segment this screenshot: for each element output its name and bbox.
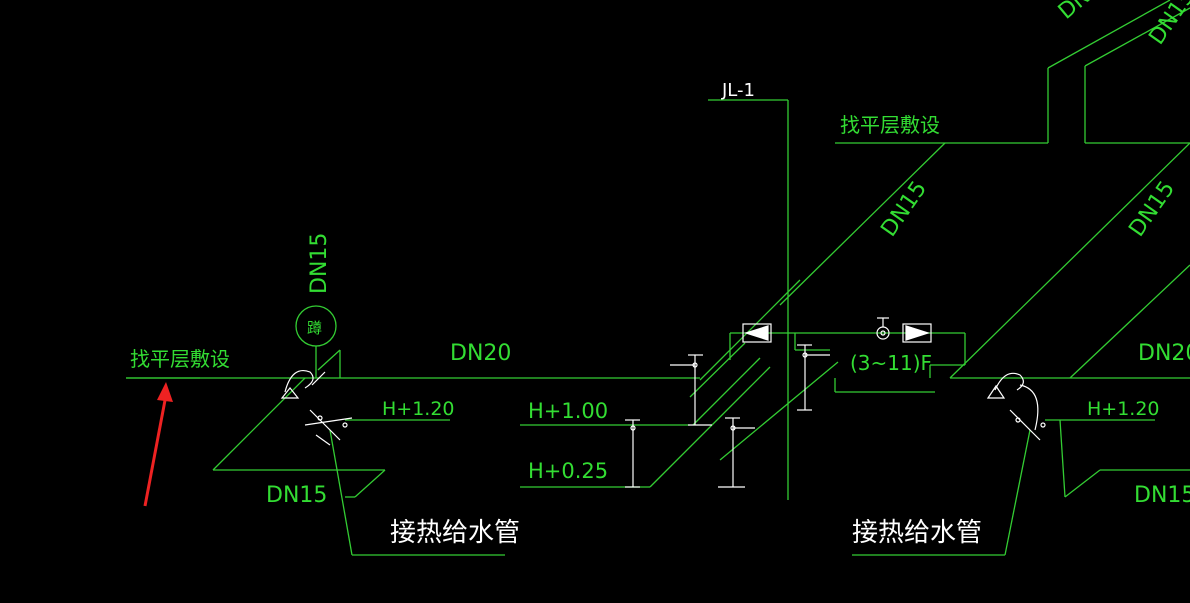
mid-diag-4 — [719, 361, 839, 461]
branch-left-diag2 — [354, 469, 386, 498]
valve-box-right — [902, 323, 932, 343]
dn15-top-left: DN — [1054, 0, 1096, 25]
branch-left-diag3 — [317, 349, 341, 371]
diag-right-lower — [1069, 264, 1190, 379]
branch-right-diag — [1064, 469, 1101, 498]
mid-diag-5 — [699, 279, 801, 381]
mid-diag-2 — [692, 357, 761, 426]
floors-label: (3~11)F — [850, 351, 932, 375]
squat-symbol-text: 蹲 — [307, 319, 322, 337]
branch-right-v — [1004, 429, 1031, 556]
dn20-main: DN20 — [450, 341, 511, 366]
h120-right: H+1.20 — [1087, 398, 1160, 420]
diag-dn15-right — [949, 142, 1190, 379]
valve-box-left — [742, 323, 772, 343]
fixture-symbols — [280, 317, 1046, 488]
right-triangle — [986, 384, 1006, 399]
pipe-network — [126, 0, 1190, 556]
h025: H+0.25 — [528, 459, 608, 483]
h120-left: H+1.20 — [382, 398, 455, 420]
text-labels: JL-1 找平层敷设 找平层敷设 DN DN15 DN15 DN15 DN15 … — [130, 0, 1190, 548]
left-hose-symbol — [284, 370, 314, 393]
red-arrow — [143, 382, 173, 507]
diag-top-2 — [1084, 7, 1190, 67]
mid-diag-3 — [689, 342, 746, 398]
dn15-right-diag: DN15 — [1124, 177, 1180, 242]
riser-label: JL-1 — [721, 80, 755, 101]
dn15-top-right: DN15 — [1144, 0, 1190, 49]
leveling-label-left: 找平层敷设 — [130, 347, 230, 371]
right-hose-symbol — [994, 372, 1024, 391]
dn15-bottom-left: DN15 — [266, 483, 327, 508]
connect-hot-left: 接热给水管 — [390, 518, 520, 548]
branch-left-diag — [212, 377, 306, 471]
connect-hot-right: 接热给水管 — [852, 518, 982, 548]
branch-left-connect — [329, 429, 353, 556]
branch-right-stub — [1059, 419, 1066, 498]
dn15-bottom-right: DN15 — [1134, 483, 1190, 508]
diag-dn15-mid — [779, 142, 946, 306]
leveling-label-top: 找平层敷设 — [840, 113, 940, 137]
left-triangle — [280, 387, 300, 399]
dn15-mid-diag: DN15 — [876, 177, 932, 242]
diag-top-1 — [1047, 0, 1171, 69]
h100: H+1.00 — [528, 399, 608, 423]
dn15-vertical: DN15 — [307, 233, 332, 294]
mid-diag-1 — [649, 366, 771, 488]
dn20-right: DN20 — [1138, 341, 1190, 366]
